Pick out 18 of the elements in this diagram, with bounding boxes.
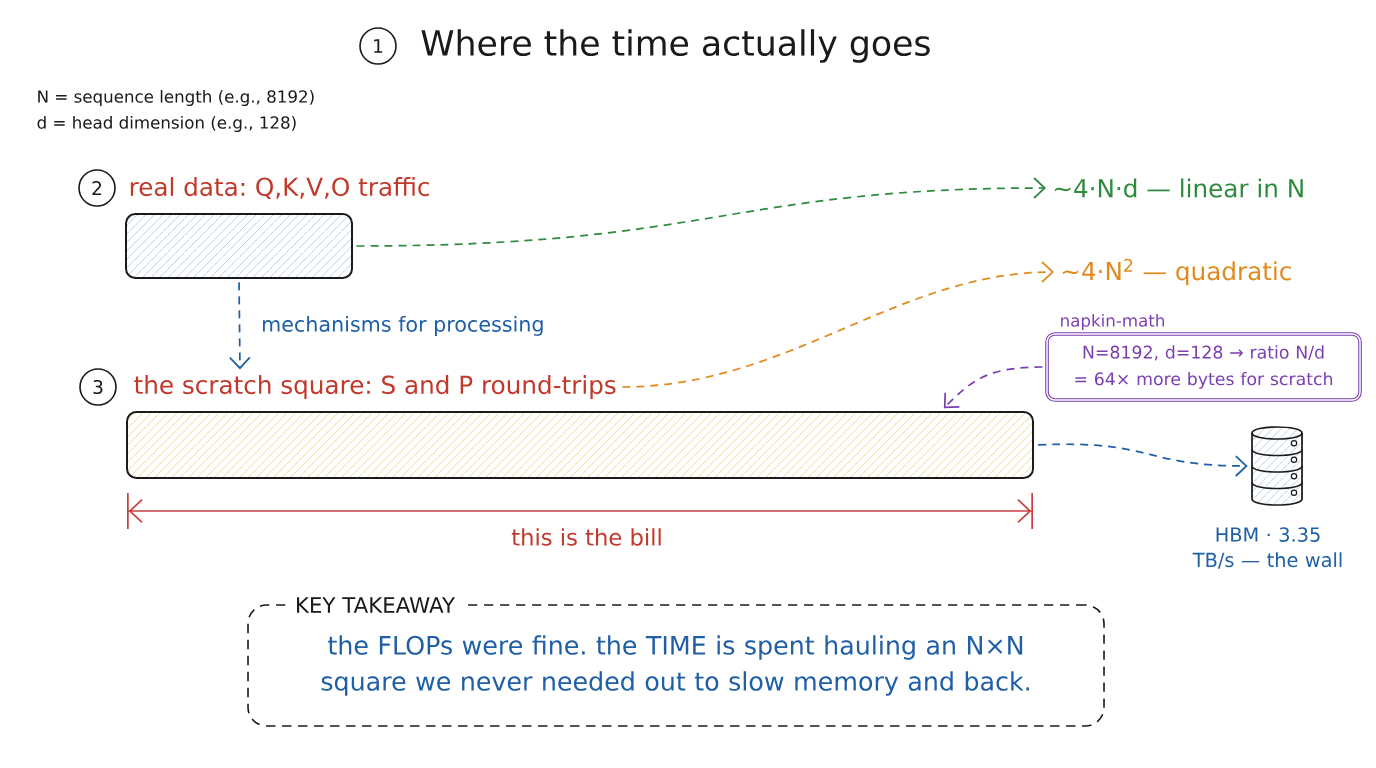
box-heading: the scratch square: S and P round-trips [134, 375, 616, 399]
annotation-text: ~4·N·d — linear in N [1054, 178, 1303, 198]
arrow [355, 177, 1046, 247]
arrow [228, 281, 251, 370]
panel-heading: KEY TAKEAWAY [288, 595, 462, 615]
arrow [621, 261, 1054, 388]
arrow [943, 366, 1044, 409]
arrow [1037, 443, 1248, 477]
annotation-text: ~4·N$^{2}$ — quadratic [1062, 258, 1291, 286]
title: Where the time actually goes [421, 29, 930, 63]
box-heading: real data: Q,K,V,O traffic [130, 177, 429, 199]
note-box: N=8192, d=128 → ratio N/d = 64× more bytes for scratch [1045, 332, 1362, 402]
note-heading: napkin-math [1061, 313, 1164, 331]
node-caption: HBM · 3.35 TB/s — the wall [1192, 527, 1342, 569]
definition-text: N = sequence length (e.g., 8192) [38, 89, 314, 107]
edge-label: mechanisms for processing [258, 313, 548, 339]
definition-text: d = head dimension (e.g., 128) [37, 115, 296, 133]
dimension-label: this is the bill [511, 528, 661, 546]
